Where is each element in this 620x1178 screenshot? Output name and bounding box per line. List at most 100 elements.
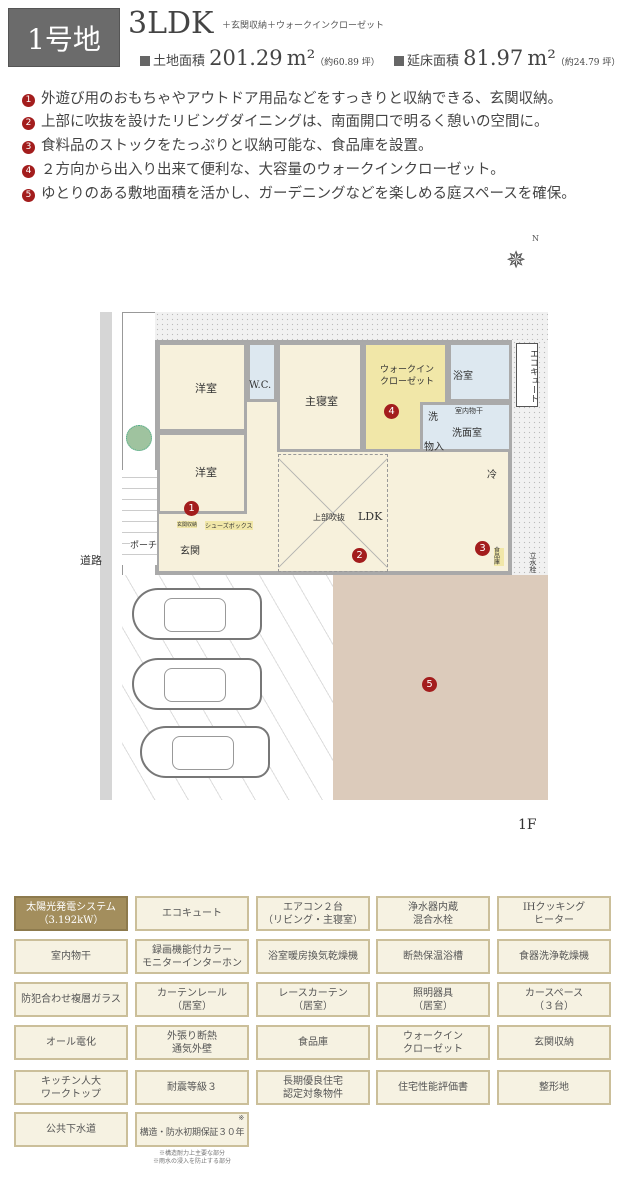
- room-label: 物入: [424, 442, 444, 453]
- marker-1: 1: [184, 501, 199, 516]
- feature-label: 構造・防水初期保証３０年: [139, 1127, 245, 1138]
- feature-tag: 断熱保温浴槽: [376, 939, 490, 974]
- feature-tag: 浄水器内蔵 混合水栓: [376, 896, 490, 931]
- road: [100, 312, 112, 800]
- room-label: 食品庫: [494, 548, 504, 566]
- feature-tag: ウォークイン クローゼット: [376, 1025, 490, 1060]
- feature-label: 食器洗浄乾燥機: [519, 951, 589, 962]
- feature-tag: 太陽光発電システム （3.192kW）: [14, 896, 128, 931]
- room-label: 玄関収納: [177, 521, 198, 528]
- feature-label: 整形地: [539, 1082, 569, 1093]
- feature-tag: キッチン人大 ワークトップ: [14, 1070, 128, 1105]
- room-label: ウォークイン クローゼット: [380, 365, 435, 387]
- feature-tag: 整形地: [497, 1070, 611, 1105]
- floor-label: 1F: [518, 817, 537, 833]
- floor-area: 延床面積 81.97 m²（約24.79 坪）: [394, 46, 620, 70]
- feature-tag: 食器洗浄乾燥機: [497, 939, 611, 974]
- feature-label: 長期優良住宅 認定対象物件: [283, 1075, 343, 1100]
- feature-label: 食品庫: [298, 1037, 328, 1048]
- room-master: [277, 342, 363, 452]
- room-bath: [448, 342, 512, 402]
- point-text: 食料品のストックをたっぷりと収納可能な、食品庫を設置。: [41, 138, 433, 154]
- feature-label: 外張り断熱 通気外壁: [167, 1030, 217, 1055]
- feature-label: エアコン２台 （リビング・主寝室）: [263, 901, 363, 926]
- room-label: W.C.: [249, 380, 272, 391]
- feature-tag: レースカーテン （居室）: [256, 982, 370, 1017]
- feature-label: 住宅性能評価書: [398, 1082, 468, 1093]
- road-label: 道路: [80, 554, 102, 567]
- footnote: ※雨水の浸入を防止する部分: [152, 1158, 231, 1166]
- number-badge: 1: [22, 94, 35, 107]
- feature-label: 照明器具 （居室）: [413, 987, 453, 1012]
- feature-label: 太陽光発電システム （3.192kW）: [26, 901, 116, 926]
- feature-label: 浄水器内蔵 混合水栓: [408, 901, 458, 926]
- feature-tag: 住宅性能評価書: [376, 1070, 490, 1105]
- room-label: LDK: [358, 510, 383, 523]
- feature-tag: 防犯合わせ複層ガラス: [14, 982, 128, 1017]
- feature-label: 玄関収納: [534, 1037, 574, 1048]
- number-badge: 2: [22, 117, 35, 130]
- room-label: シューズボックス: [205, 521, 253, 530]
- room-label: 室内物干: [455, 407, 483, 415]
- marker-4: 4: [384, 404, 399, 419]
- room-label: 洋室: [195, 382, 217, 395]
- feature-tag: 長期優良住宅 認定対象物件: [256, 1070, 370, 1105]
- feature-label: 録画機能付カラー モニターインターホン: [142, 944, 242, 969]
- feature-label: 断熱保温浴槽: [403, 951, 463, 962]
- feature-tag: 公共下水道: [14, 1112, 128, 1147]
- number-badge: 3: [22, 141, 35, 154]
- ecocute: エコキュート: [516, 343, 538, 407]
- feature-tag: 構造・防水初期保証３０年※: [135, 1112, 249, 1147]
- feature-point: 1 外遊び用のおもちゃやアウトドア用品などをすっきりと収納できる、玄関収納。: [22, 87, 562, 108]
- point-text: ２方向から出入り出来て便利な、大容量のウォークインクローゼット。: [41, 162, 505, 178]
- point-text: 外遊び用のおもちゃやアウトドア用品などをすっきりと収納できる、玄関収納。: [41, 91, 563, 107]
- feature-point: 3 食料品のストックをたっぷりと収納可能な、食品庫を設置。: [22, 134, 433, 155]
- compass-icon: ✵N: [505, 234, 539, 274]
- room-label: 冷: [487, 470, 497, 481]
- room-label: 洗面室: [452, 428, 482, 439]
- marker-3: 3: [475, 541, 490, 556]
- feature-label: レースカーテン （居室）: [278, 987, 348, 1012]
- car: [140, 726, 270, 778]
- feature-tag: 玄関収納: [497, 1025, 611, 1060]
- feature-label: カースペース （３台）: [524, 987, 584, 1012]
- feature-label: キッチン人大 ワークトップ: [41, 1075, 101, 1100]
- feature-tag: IHクッキング ヒーター: [497, 896, 611, 931]
- compass-north-label: N: [532, 234, 539, 243]
- room-label: ポーチ: [130, 538, 158, 551]
- feature-point: 4 ２方向から出入り出来て便利な、大容量のウォークインクローゼット。: [22, 158, 505, 179]
- room-label: 玄関: [180, 546, 200, 557]
- marker-2: 2: [352, 548, 367, 563]
- layout-extras: ＋玄関収納＋ウォークインクローゼット: [222, 21, 385, 31]
- feature-label: オール電化: [46, 1037, 96, 1048]
- room-label: 立水栓: [529, 552, 537, 573]
- layout-type: 3LDK: [128, 6, 214, 41]
- feature-label: 耐震等級３: [167, 1082, 217, 1093]
- feature-tag: エコキュート: [135, 896, 249, 931]
- feature-tag: 照明器具 （居室）: [376, 982, 490, 1017]
- floor-plan: ✵N 道路 洋室 洋室 W.C. 主寝室 ウォークイン クローゼット 浴室 洗 …: [0, 230, 620, 850]
- feature-tag: 室内物干: [14, 939, 128, 974]
- number-badge: 5: [22, 189, 35, 202]
- feature-label: カーテンレール （居室）: [157, 987, 227, 1012]
- gravel-top: [155, 312, 548, 340]
- feature-tag: 外張り断熱 通気外壁: [135, 1025, 249, 1060]
- room-label: 洗: [428, 412, 438, 423]
- feature-tag: 録画機能付カラー モニターインターホン: [135, 939, 249, 974]
- car: [132, 658, 262, 710]
- room-washroom: [420, 402, 512, 452]
- marker-5: 5: [422, 677, 437, 692]
- feature-tag: カーテンレール （居室）: [135, 982, 249, 1017]
- room-western-1: [157, 342, 247, 432]
- feature-label: 公共下水道: [46, 1124, 96, 1135]
- lot-number-badge: 1号地: [8, 8, 120, 67]
- car: [132, 588, 262, 640]
- room-wc: [247, 342, 277, 402]
- number-badge: 4: [22, 165, 35, 178]
- feature-tag: オール電化: [14, 1025, 128, 1060]
- footnotes: ※構造耐力上主要な部分 ※雨水の浸入を防止する部分: [135, 1150, 249, 1166]
- room-label: 上部吹抜: [313, 513, 345, 522]
- footnote: ※構造耐力上主要な部分: [158, 1150, 225, 1157]
